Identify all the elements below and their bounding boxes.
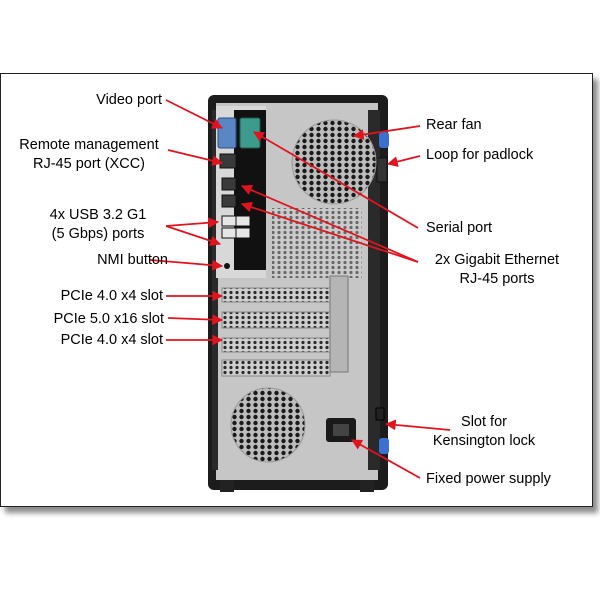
psu: [230, 387, 356, 463]
label-remote-management-line1: Remote management: [19, 137, 159, 153]
label-gigabit-line1: 2x Gigabit Ethernet: [434, 252, 560, 268]
label-serial-port: Serial port: [426, 220, 493, 236]
label-padlock-loop: Loop for padlock: [426, 147, 534, 163]
label-gigabit-ethernet: 2x Gigabit Ethernet RJ-45 ports: [426, 251, 568, 289]
ethernet-2: [221, 194, 237, 208]
usb-3: [235, 215, 251, 227]
label-pcie-slot-2: PCIe 5.0 x16 slot: [53, 311, 164, 327]
padlock-loop: [376, 157, 388, 183]
label-usb-line2: (5 Gbps) ports: [51, 226, 145, 242]
label-power-supply: Fixed power supply: [426, 471, 551, 487]
xcc-rj45: [219, 153, 237, 169]
label-gigabit-line2: RJ-45 ports: [459, 271, 535, 287]
pcie-slots: [221, 275, 349, 377]
usb-1: [221, 215, 237, 227]
label-remote-management-line2: RJ-45 port (XCC): [33, 156, 145, 172]
kensington-slot: [375, 407, 385, 421]
label-pcie-slot-3: PCIe 4.0 x4 slot: [60, 332, 163, 348]
vga-connector: [217, 117, 237, 149]
nmi-button: [224, 263, 230, 269]
label-video-port: Video port: [96, 92, 162, 108]
io-panel: [216, 106, 266, 278]
label-kensington-line1: Slot for: [461, 414, 507, 430]
usb-4: [235, 227, 251, 239]
blue-tab-bottom: [379, 438, 389, 454]
label-rear-fan: Rear fan: [426, 117, 482, 133]
label-nmi-button: NMI button: [97, 252, 168, 268]
label-remote-management: Remote management RJ-45 port (XCC): [10, 136, 168, 174]
rear-fan: [291, 119, 377, 205]
label-kensington-line2: Kensington lock: [432, 433, 536, 449]
label-pcie-slot-1: PCIe 4.0 x4 slot: [60, 288, 163, 304]
label-usb-ports: 4x USB 3.2 G1 (5 Gbps) ports: [30, 206, 166, 244]
label-usb-line1: 4x USB 3.2 G1: [49, 207, 147, 223]
usb-2: [221, 227, 237, 239]
callout-lines: [149, 99, 451, 479]
ethernet-1: [221, 177, 237, 191]
label-kensington: Slot for Kensington lock: [416, 413, 552, 451]
blue-tab-top: [379, 132, 389, 148]
